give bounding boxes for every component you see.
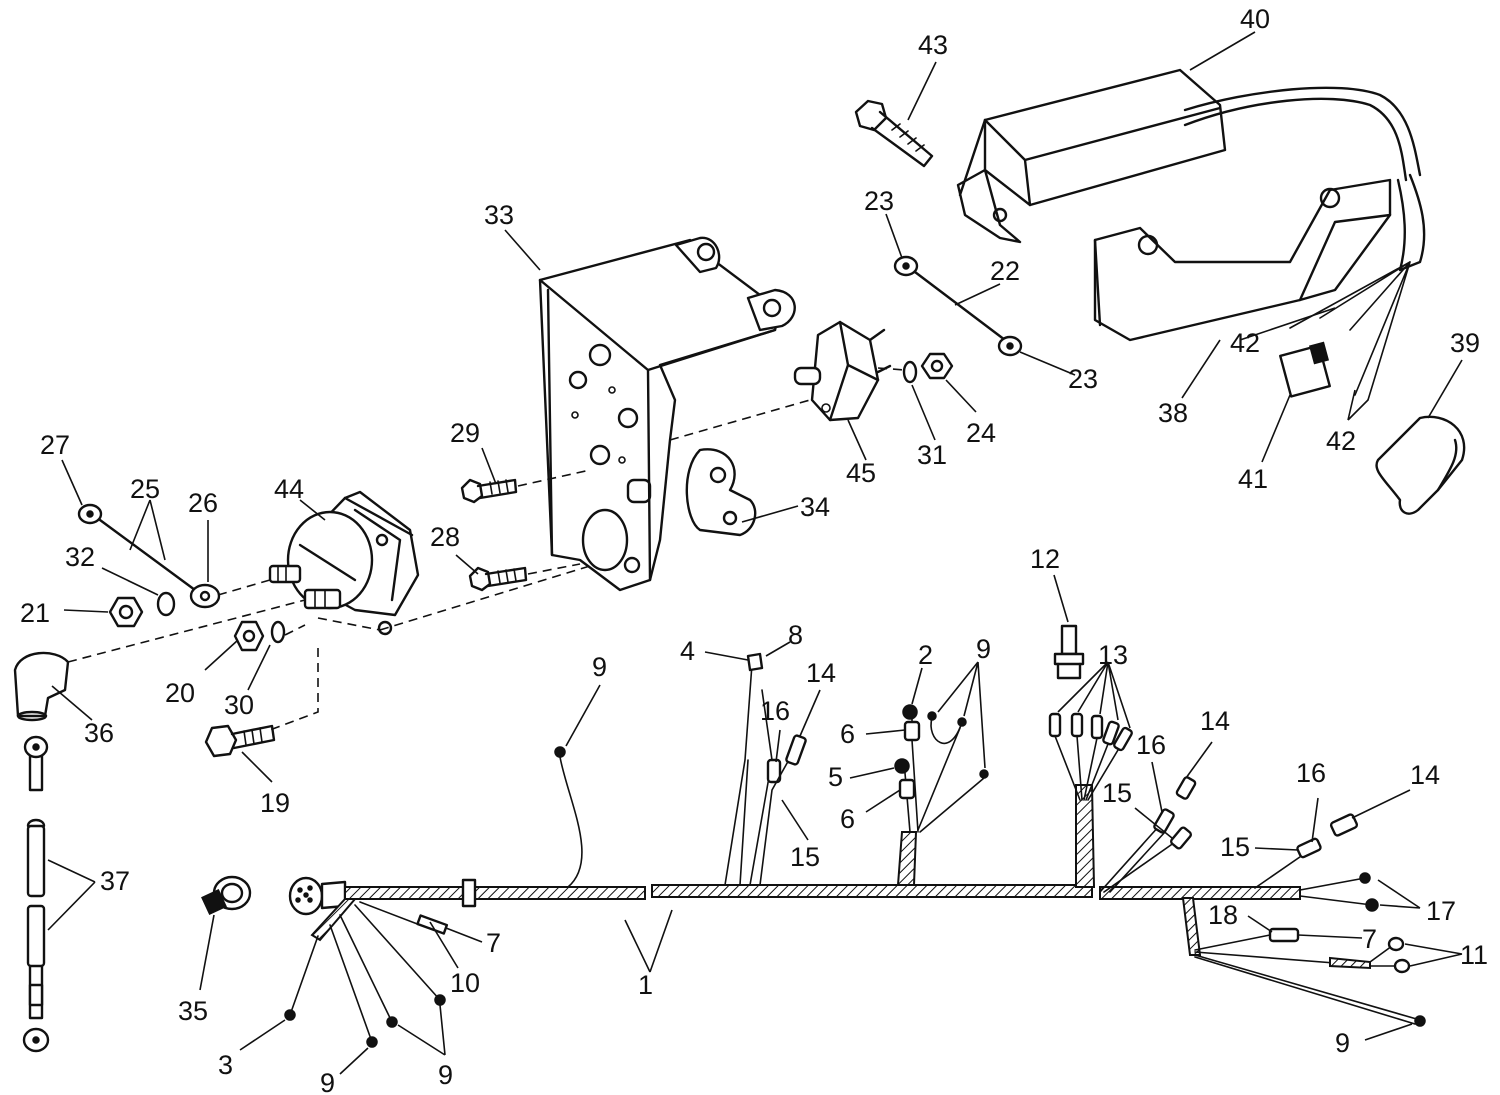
callout-9: 9 xyxy=(438,1060,453,1090)
callout-34: 34 xyxy=(800,492,830,522)
solenoid-44 xyxy=(268,490,420,636)
harness-branch-4-8 xyxy=(724,652,807,886)
callout-30: 30 xyxy=(224,690,254,720)
callout-3: 3 xyxy=(218,1050,233,1080)
callout-9: 9 xyxy=(976,634,991,664)
clamp-34 xyxy=(685,448,757,537)
callout-42: 42 xyxy=(1326,426,1356,456)
callout-9: 9 xyxy=(320,1068,335,1095)
callout-9: 9 xyxy=(592,652,607,682)
bracket-38 xyxy=(1093,178,1392,342)
callout-23: 23 xyxy=(1068,364,1098,394)
callout-labels: 43 40 33 23 22 23 42 39 38 42 41 29 45 3… xyxy=(20,4,1488,1095)
callout-25: 25 xyxy=(130,474,160,504)
callout-1: 1 xyxy=(638,970,653,1000)
callout-4: 4 xyxy=(680,636,695,666)
callout-43: 43 xyxy=(918,30,948,60)
callout-16: 16 xyxy=(1296,758,1326,788)
ground-strap-22 xyxy=(893,255,1023,357)
callout-32: 32 xyxy=(65,542,95,572)
callout-37: 37 xyxy=(100,866,130,896)
callout-27: 27 xyxy=(40,430,70,460)
callout-14: 14 xyxy=(1200,706,1230,736)
callout-21: 21 xyxy=(20,598,50,628)
callout-33: 33 xyxy=(484,200,514,230)
callout-20: 20 xyxy=(165,678,195,708)
screw-29 xyxy=(460,478,518,504)
sender-12 xyxy=(1053,624,1085,680)
module-cable xyxy=(1183,86,1426,272)
bolt-19 xyxy=(204,724,276,758)
nut-24 xyxy=(920,352,954,380)
callout-5: 5 xyxy=(828,762,843,792)
callout-14: 14 xyxy=(806,658,836,688)
callout-12: 12 xyxy=(1030,544,1060,574)
leader-lines xyxy=(47,31,1463,1075)
callout-16: 16 xyxy=(1136,730,1166,760)
callout-28: 28 xyxy=(430,522,460,552)
callout-15: 15 xyxy=(1102,778,1132,808)
callout-24: 24 xyxy=(966,418,996,448)
callout-14: 14 xyxy=(1410,760,1440,790)
ignition-module-40 xyxy=(956,68,1227,244)
washer-32 xyxy=(156,591,176,617)
harness-branch-9 xyxy=(554,746,583,888)
clip-39 xyxy=(1375,415,1466,515)
callout-45: 45 xyxy=(846,458,876,488)
harness-branch-bottom-right xyxy=(1194,927,1426,1027)
harness-branch-right xyxy=(1254,813,1379,912)
terminals-13 xyxy=(1048,712,1133,801)
callout-29: 29 xyxy=(450,418,480,448)
callout-23: 23 xyxy=(864,186,894,216)
callout-7: 7 xyxy=(486,928,501,958)
screw-28 xyxy=(468,566,528,592)
cable-37 xyxy=(22,735,50,1053)
callout-15: 15 xyxy=(1220,832,1250,862)
callout-38: 38 xyxy=(1158,398,1188,428)
callout-31: 31 xyxy=(917,440,947,470)
callout-18: 18 xyxy=(1208,900,1238,930)
callout-6: 6 xyxy=(840,719,855,749)
callout-10: 10 xyxy=(450,968,480,998)
callout-42: 42 xyxy=(1230,328,1260,358)
callout-8: 8 xyxy=(788,620,803,650)
washer-30 xyxy=(270,620,286,644)
switch-45 xyxy=(793,320,892,422)
callout-22: 22 xyxy=(990,256,1020,286)
callout-44: 44 xyxy=(274,474,304,504)
callout-41: 41 xyxy=(1238,464,1268,494)
callout-15: 15 xyxy=(790,842,820,872)
callout-39: 39 xyxy=(1450,328,1480,358)
mounting-plate-33 xyxy=(538,236,796,592)
main-harness-1 xyxy=(288,784,1301,956)
callout-9: 9 xyxy=(1335,1028,1350,1058)
callout-16: 16 xyxy=(760,696,790,726)
callout-11: 11 xyxy=(1460,940,1488,970)
harness-branch-2-5-6 xyxy=(894,704,989,833)
callout-13: 13 xyxy=(1098,640,1128,670)
callout-7: 7 xyxy=(1362,924,1377,954)
callout-26: 26 xyxy=(188,488,218,518)
callout-17: 17 xyxy=(1426,896,1456,926)
nut-21 xyxy=(108,596,144,628)
callout-6: 6 xyxy=(840,804,855,834)
callout-2: 2 xyxy=(918,640,933,670)
wire-fan-42 xyxy=(1289,261,1411,401)
harness-branches-left xyxy=(284,901,449,1048)
bolt-43 xyxy=(854,99,934,168)
connector-41 xyxy=(1279,341,1331,398)
boot-36 xyxy=(13,651,70,722)
callout-19: 19 xyxy=(260,788,290,818)
callout-40: 40 xyxy=(1240,4,1270,34)
cable-25 xyxy=(77,503,221,609)
washer-31 xyxy=(902,360,918,384)
callout-35: 35 xyxy=(178,996,208,1026)
callout-36: 36 xyxy=(84,718,114,748)
clamp-35 xyxy=(201,875,252,915)
nut-20 xyxy=(233,620,265,652)
